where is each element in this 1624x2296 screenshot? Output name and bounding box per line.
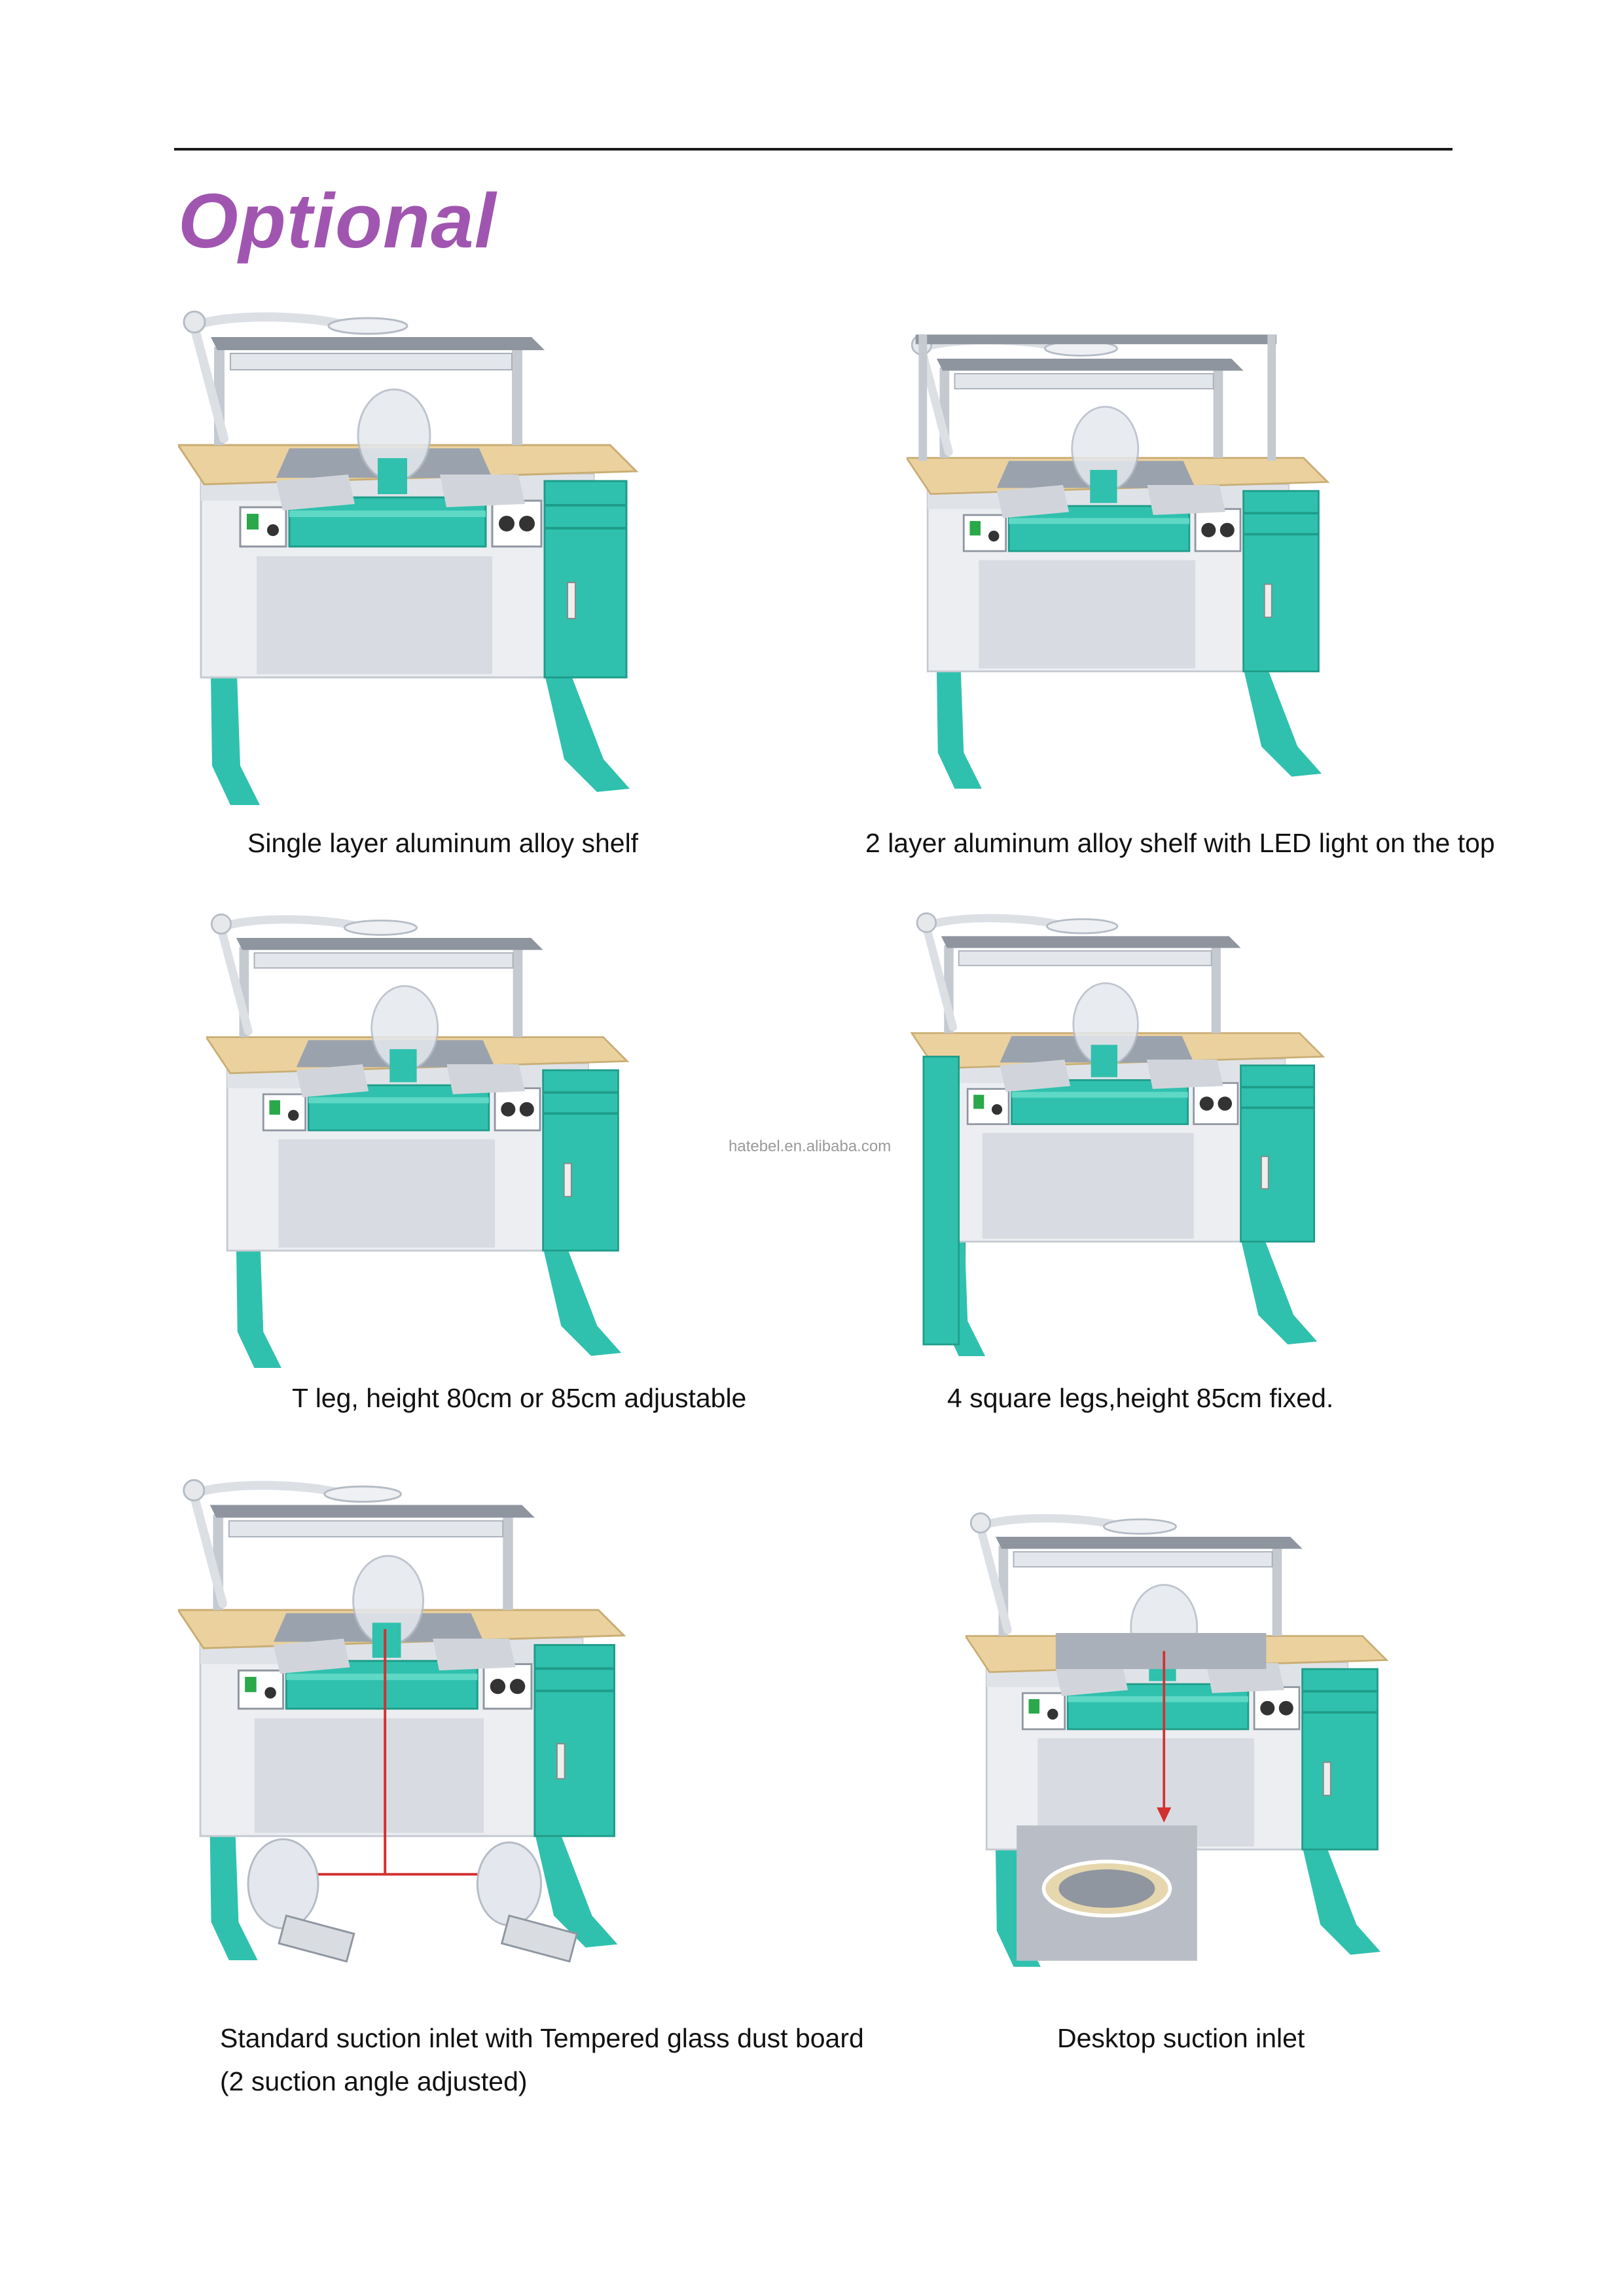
caption-standard-suction: Standard suction inlet with Tempered gla… — [220, 2023, 864, 2053]
page-title: Optional — [178, 178, 497, 264]
caption-two-layer-shelf: 2 layer aluminum alloy shelf with LED li… — [865, 828, 1495, 858]
product-image-single-shelf — [178, 308, 662, 818]
product-image-t-leg — [206, 910, 651, 1381]
caption-desktop-suction: Desktop suction inlet — [1057, 2023, 1305, 2053]
caption-square-legs: 4 square legs,height 85cm fixed. — [947, 1383, 1334, 1413]
product-image-standard-suction — [178, 1473, 649, 1977]
top-rule — [174, 148, 1453, 151]
caption-single-shelf: Single layer aluminum alloy shelf — [247, 828, 639, 858]
caption-t-leg: T leg, height 80cm or 85cm adjustable — [292, 1383, 747, 1413]
product-image-desktop-suction — [965, 1505, 1411, 1983]
product-image-two-layer-shelf — [907, 314, 1352, 818]
watermark: hatebel.en.alibaba.com — [729, 1138, 892, 1155]
caption-standard-suction-note: (2 suction angle adjusted) — [220, 2066, 528, 2096]
product-image-square-legs — [910, 910, 1348, 1368]
